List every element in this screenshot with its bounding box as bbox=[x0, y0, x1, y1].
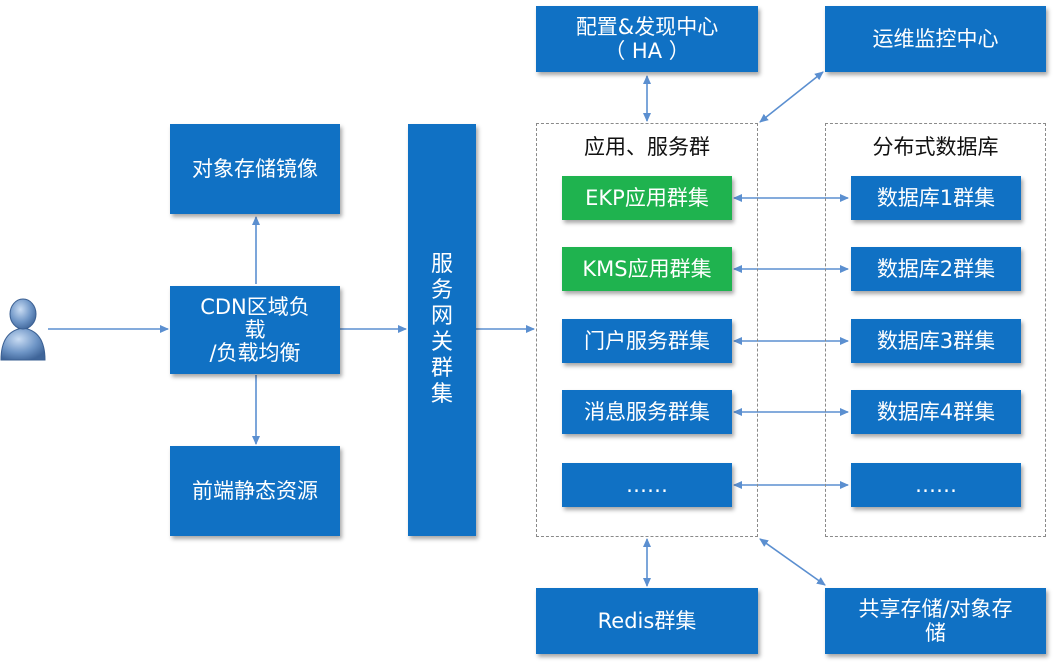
cdn-line1: CDN区域负 bbox=[200, 294, 310, 319]
app-services-region bbox=[536, 123, 758, 537]
user-icon bbox=[0, 298, 46, 361]
distributed-db-title: 分布式数据库 bbox=[872, 135, 999, 159]
distributed-db-region bbox=[825, 123, 1046, 537]
cdn-line3: /负载均衡 bbox=[209, 340, 301, 365]
app-services-title: 应用、服务群 bbox=[584, 135, 710, 159]
db1-node: 数据库1群集 bbox=[851, 176, 1021, 220]
more-service-node: …… bbox=[562, 463, 732, 507]
gateway-node: 服 务 网 关 群 集 bbox=[408, 124, 476, 536]
db3-node: 数据库3群集 bbox=[851, 319, 1021, 363]
gateway-char: 关 bbox=[430, 330, 453, 355]
gateway-char: 群 bbox=[430, 356, 453, 381]
shared-storage-line2: 储 bbox=[925, 621, 946, 645]
redis-node: Redis群集 bbox=[536, 588, 758, 654]
frontend-static-node: 前端静态资源 bbox=[170, 446, 340, 536]
cdn-line2: 载 bbox=[244, 317, 266, 342]
cdn-node: CDN区域负 载 /负载均衡 bbox=[170, 286, 340, 374]
portal-service-node: 门户服务群集 bbox=[562, 319, 732, 363]
db2-node: 数据库2群集 bbox=[851, 247, 1021, 291]
gateway-char: 服 bbox=[430, 252, 453, 277]
ekp-app-node: EKP应用群集 bbox=[562, 176, 732, 220]
gateway-char: 网 bbox=[430, 304, 453, 329]
config-center-line1: 配置&发现中心 bbox=[575, 15, 719, 39]
arrow-apps-ops bbox=[759, 71, 824, 123]
arrow-apps-storage bbox=[759, 538, 826, 586]
gateway-char: 务 bbox=[430, 278, 453, 303]
gateway-char: 集 bbox=[430, 382, 453, 407]
message-service-node: 消息服务群集 bbox=[562, 390, 732, 434]
shared-storage-node: 共享存储/对象存 储 bbox=[825, 588, 1046, 654]
ops-center-node: 运维监控中心 bbox=[825, 6, 1046, 72]
config-center-line2: （ HA ） bbox=[604, 39, 690, 63]
db-more-node: …… bbox=[851, 463, 1021, 507]
shared-storage-line1: 共享存储/对象存 bbox=[858, 597, 1013, 621]
object-mirror-node: 对象存储镜像 bbox=[170, 124, 340, 214]
config-center-node: 配置&发现中心 （ HA ） bbox=[536, 6, 758, 72]
kms-app-node: KMS应用群集 bbox=[562, 247, 732, 291]
db4-node: 数据库4群集 bbox=[851, 390, 1021, 434]
